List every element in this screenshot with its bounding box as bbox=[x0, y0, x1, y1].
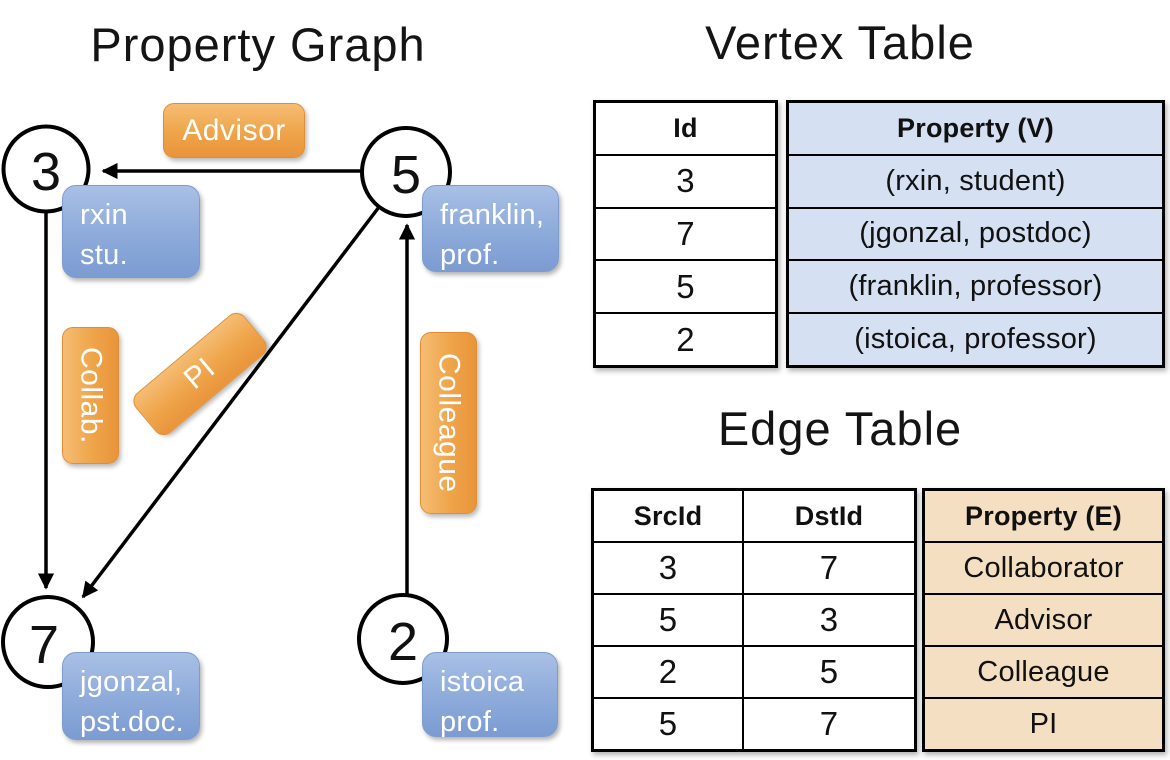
table-header-row: Property (V) bbox=[789, 103, 1162, 154]
vertex-property-box-7: jgonzal, pst.doc. bbox=[62, 652, 200, 740]
edge-srcid-cell: 2 bbox=[658, 653, 678, 690]
table-row: 5 3 bbox=[594, 593, 914, 645]
vertex-id-cell: 3 bbox=[676, 162, 695, 200]
edge-table-title: Edge Table bbox=[717, 402, 963, 455]
vertex-property-line: stu. bbox=[80, 239, 128, 272]
column-header-dstid: DstId bbox=[742, 491, 914, 541]
vertex-property-box-5: franklin, prof. bbox=[422, 185, 559, 272]
column-header-property-v: Property (V) bbox=[789, 103, 1162, 154]
edge-label-collab: Collab. bbox=[62, 327, 119, 464]
vertex-property-line: prof. bbox=[440, 239, 500, 272]
table-row: (jgonzal, postdoc) bbox=[789, 206, 1162, 260]
edge-srcid-cell: 5 bbox=[658, 705, 678, 742]
edge-property-cell: Advisor bbox=[925, 595, 1162, 645]
table-row: 3 7 bbox=[594, 541, 914, 593]
table-header-row: Id bbox=[596, 103, 775, 154]
column-header-id: Id bbox=[673, 112, 698, 143]
column-header-property-e: Property (E) bbox=[925, 491, 1162, 541]
table-row: 3 bbox=[596, 153, 775, 207]
vertex-property-cell: (jgonzal, postdoc) bbox=[789, 208, 1162, 260]
edge-srcid-cell: 5 bbox=[658, 601, 678, 638]
table-header-row: SrcId DstId bbox=[594, 491, 914, 541]
table-row: (rxin, student) bbox=[789, 153, 1162, 207]
edge-table: SrcId DstId 3 7 5 3 2 5 5 7 Property (E) bbox=[591, 488, 1165, 752]
table-header-row: Property (E) bbox=[925, 491, 1162, 541]
vertex-property-line: franklin, bbox=[440, 199, 545, 231]
vertex-property-line: prof. bbox=[440, 706, 500, 739]
node-id-7: 7 bbox=[29, 615, 59, 675]
table-row: 5 bbox=[596, 259, 775, 312]
edge-property-cell: Colleague bbox=[925, 647, 1162, 697]
vertex-property-line: istoica bbox=[440, 666, 525, 698]
edge-table-id-columns: SrcId DstId 3 7 5 3 2 5 5 7 bbox=[591, 488, 917, 752]
table-row: 2 5 bbox=[594, 645, 914, 697]
vertex-property-cell: (rxin, student) bbox=[789, 155, 1162, 207]
vertex-property-box-3: rxin stu. bbox=[62, 185, 200, 278]
property-graph-title: Property Graph bbox=[90, 18, 426, 71]
node-id-2: 2 bbox=[388, 612, 418, 672]
vertex-property-line: rxin bbox=[80, 199, 128, 231]
edge-label-colleague: Colleague bbox=[420, 332, 477, 514]
vertex-table-property-column: Property (V) (rxin, student) (jgonzal, p… bbox=[786, 100, 1165, 368]
edge-label-advisor: Advisor bbox=[163, 103, 305, 158]
table-row: PI bbox=[925, 697, 1162, 749]
vertex-property-line: jgonzal, bbox=[80, 666, 183, 698]
vertex-property-cell: (franklin, professor) bbox=[789, 261, 1162, 313]
table-row: (istoica, professor) bbox=[789, 312, 1162, 365]
edge-dstid-cell: 3 bbox=[742, 595, 914, 645]
vertex-property-cell: (istoica, professor) bbox=[789, 314, 1162, 365]
vertex-table-id-column: Id 3 7 5 2 bbox=[593, 100, 778, 368]
vertex-property-line: pst.doc. bbox=[80, 706, 184, 739]
edge-table-property-column: Property (E) Collaborator Advisor Collea… bbox=[922, 488, 1165, 752]
edge-dstid-cell: 5 bbox=[742, 647, 914, 697]
table-row: Colleague bbox=[925, 645, 1162, 697]
vertex-id-cell: 7 bbox=[676, 214, 695, 252]
vertex-property-box-2: istoica prof. bbox=[422, 652, 558, 738]
vertex-id-cell: 5 bbox=[676, 267, 695, 305]
edge-property-cell: Collaborator bbox=[925, 543, 1162, 593]
column-header-srcid: SrcId bbox=[633, 500, 703, 531]
table-row: 7 bbox=[596, 206, 775, 260]
node-id-5: 5 bbox=[391, 145, 421, 205]
node-id-3: 3 bbox=[31, 142, 61, 202]
edge-srcid-cell: 3 bbox=[658, 549, 678, 586]
edge-dstid-cell: 7 bbox=[742, 543, 914, 593]
vertex-table-title: Vertex Table bbox=[705, 16, 975, 69]
edge-pi-5-to-7 bbox=[81, 205, 381, 599]
table-row: 5 7 bbox=[594, 697, 914, 749]
edge-dstid-cell: 7 bbox=[742, 699, 914, 749]
table-row: Collaborator bbox=[925, 541, 1162, 593]
vertex-id-cell: 2 bbox=[676, 320, 695, 358]
table-row: 2 bbox=[596, 312, 775, 365]
edge-property-cell: PI bbox=[925, 699, 1162, 749]
table-row: (franklin, professor) bbox=[789, 259, 1162, 313]
table-row: Advisor bbox=[925, 593, 1162, 645]
vertex-table: Id 3 7 5 2 Property (V) (rxin, student) … bbox=[593, 100, 1165, 368]
